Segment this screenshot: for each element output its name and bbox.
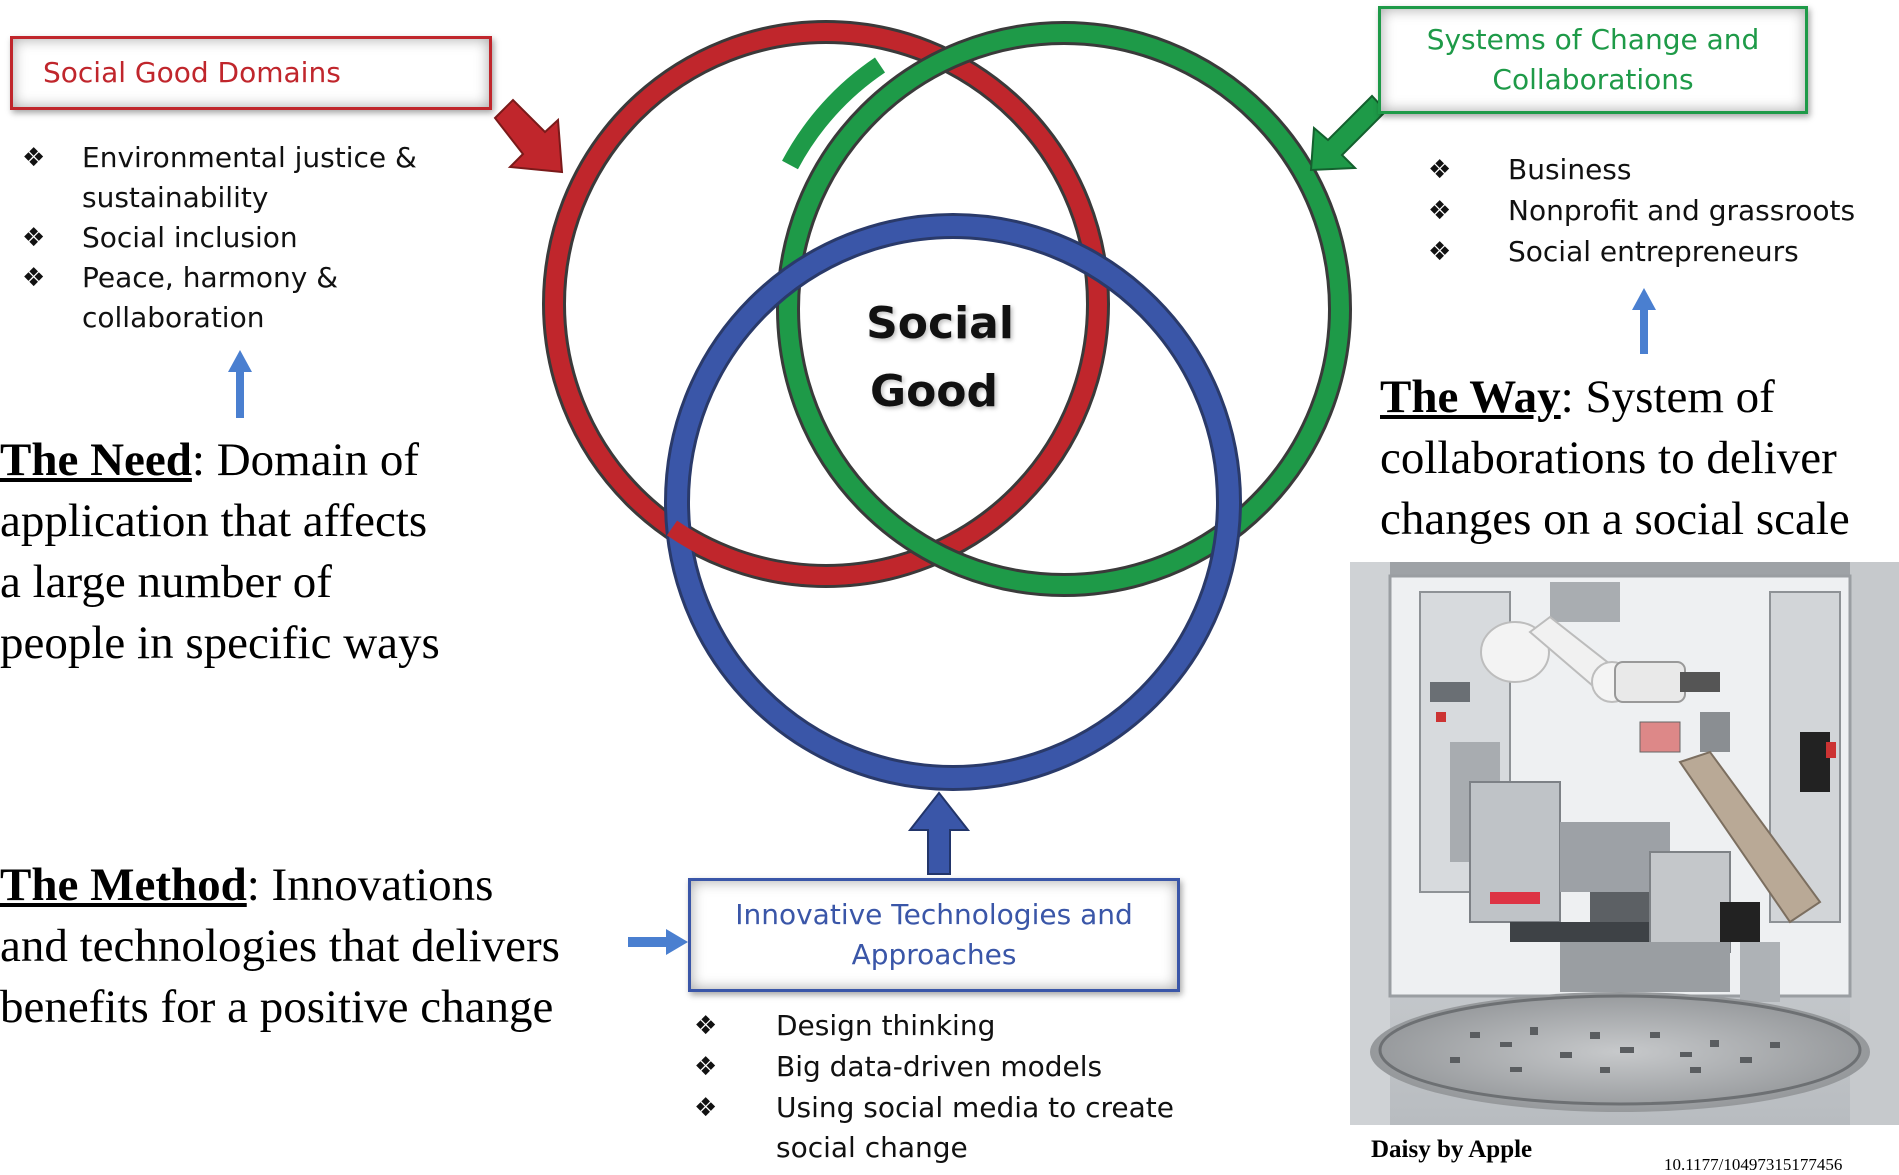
method-arrow-right xyxy=(628,929,688,955)
list-item: ❖ Peace, harmony & collaboration xyxy=(22,258,462,338)
list-item: ❖ Design thinking xyxy=(694,1006,1214,1047)
domains-item-1: Environmental justice & xyxy=(82,141,417,174)
way-intro: : System of xyxy=(1560,371,1775,423)
bullet-icon: ❖ xyxy=(1428,237,1452,267)
need-line-1: application that affects xyxy=(0,495,428,547)
bullet-icon: ❖ xyxy=(22,263,46,293)
domains-item-3b: collaboration xyxy=(82,301,265,334)
bullet-icon: ❖ xyxy=(1428,196,1452,226)
list-item: ❖ Nonprofit and grassroots xyxy=(1428,191,1888,232)
need-title: The Need xyxy=(0,434,192,486)
center-label-line2: Good xyxy=(869,366,999,417)
photo-caption: Daisy by Apple xyxy=(1371,1136,1533,1163)
systems-item-3: Social entrepreneurs xyxy=(1508,235,1799,268)
domains-header-box: Social Good Domains xyxy=(10,36,492,110)
domains-list: ❖ Environmental justice & sustainability… xyxy=(22,138,462,338)
systems-list: ❖ Business ❖ Nonprofit and grassroots ❖ … xyxy=(1428,150,1888,273)
tech-item-3b: social change xyxy=(776,1131,968,1164)
blue-circle-fill xyxy=(667,216,1239,788)
need-intro: : Domain of xyxy=(191,434,420,486)
robot-photo xyxy=(1350,562,1899,1125)
domains-item-2: Social inclusion xyxy=(82,221,298,254)
red-arrow xyxy=(493,98,564,174)
need-arrow-up xyxy=(228,350,252,418)
list-item: ❖ Using social media to create social ch… xyxy=(694,1088,1214,1168)
method-title: The Method xyxy=(0,859,247,911)
tech-list: ❖ Design thinking ❖ Big data-driven mode… xyxy=(694,1006,1214,1168)
tech-item-3: Using social media to create xyxy=(776,1091,1175,1124)
red-overlap-segment xyxy=(666,520,915,585)
bullet-icon: ❖ xyxy=(22,223,46,253)
photo-doi: 10.1177/10497315177456 xyxy=(1664,1155,1843,1174)
list-item: ❖ Social inclusion xyxy=(22,218,462,258)
bullet-icon: ❖ xyxy=(694,1093,718,1123)
systems-item-1: Business xyxy=(1508,153,1632,186)
list-item: ❖ Social entrepreneurs xyxy=(1428,232,1888,273)
blue-arrow-up xyxy=(907,791,971,875)
tech-header-box: Innovative Technologies and Approaches xyxy=(688,878,1180,992)
green-overlap-segment xyxy=(782,57,886,170)
robot-illustration xyxy=(1350,562,1899,1125)
list-item: ❖ Big data-driven models xyxy=(694,1047,1214,1088)
method-line-2: benefits for a positive change xyxy=(0,981,554,1033)
method-line-1: and technologies that delivers xyxy=(0,920,560,972)
list-item: ❖ Business xyxy=(1428,150,1888,191)
way-line-1: collaborations to deliver xyxy=(1380,432,1837,484)
green-arrow xyxy=(1309,94,1388,172)
way-text: The Way: System of collaborations to del… xyxy=(1380,367,1899,550)
need-line-2: a large number of xyxy=(0,556,332,608)
domains-item-3: Peace, harmony & xyxy=(82,261,339,294)
systems-header-line2: Collaborations xyxy=(1492,63,1694,96)
domains-header-text: Social Good Domains xyxy=(43,56,341,89)
need-line-3: people in specific ways xyxy=(0,617,440,669)
bullet-icon: ❖ xyxy=(694,1011,718,1041)
center-label: Social Good xyxy=(840,290,1040,426)
way-line-2: changes on a social scale xyxy=(1380,493,1850,545)
systems-item-2: Nonprofit and grassroots xyxy=(1508,194,1856,227)
tech-header-line1: Innovative Technologies and xyxy=(735,898,1133,931)
list-item: ❖ Environmental justice & sustainability xyxy=(22,138,462,218)
bullet-icon: ❖ xyxy=(694,1052,718,1082)
systems-header-line1: Systems of Change and xyxy=(1426,23,1760,56)
need-text: The Need: Domain of application that aff… xyxy=(0,430,520,674)
domains-item-1b: sustainability xyxy=(82,181,269,214)
tech-item-2: Big data-driven models xyxy=(776,1050,1103,1083)
green-circle-fill xyxy=(779,24,1349,594)
systems-header-box: Systems of Change and Collaborations xyxy=(1378,6,1808,114)
bullet-icon: ❖ xyxy=(22,143,46,173)
method-text: The Method: Innovations and technologies… xyxy=(0,855,620,1038)
center-label-line1: Social xyxy=(866,298,1014,349)
bullet-icon: ❖ xyxy=(1428,155,1452,185)
tech-header-line2: Approaches xyxy=(851,938,1017,971)
way-arrow-up xyxy=(1632,288,1656,354)
method-intro: : Innovations xyxy=(246,859,494,911)
tech-item-1: Design thinking xyxy=(776,1009,996,1042)
way-title: The Way xyxy=(1380,371,1561,423)
